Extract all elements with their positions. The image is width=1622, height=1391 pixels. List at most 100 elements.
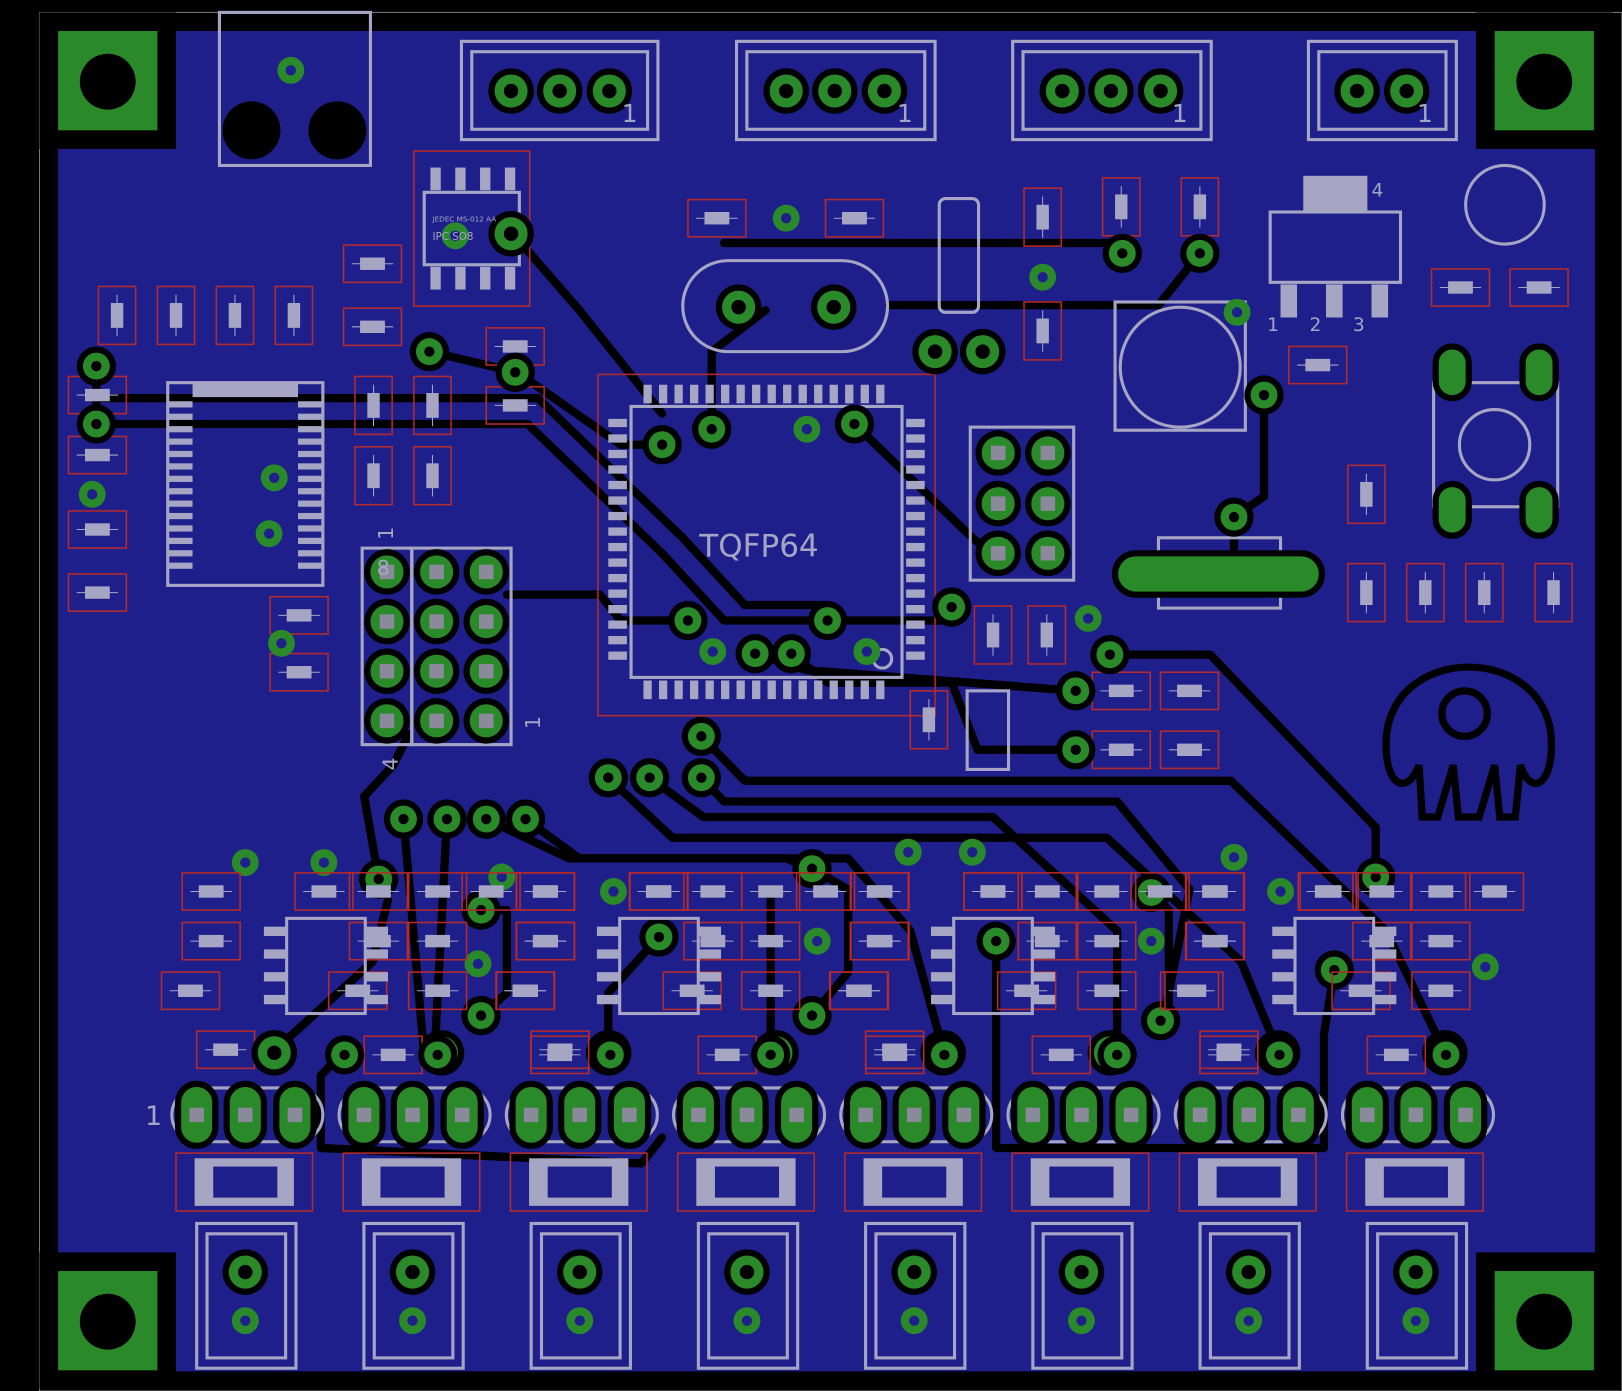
mcu-pin bbox=[752, 384, 761, 404]
mcu-pin bbox=[906, 573, 925, 583]
mcu-pin bbox=[783, 384, 792, 404]
pad-drill bbox=[267, 1045, 282, 1061]
smd-outline bbox=[1352, 921, 1412, 961]
mcu-pin bbox=[608, 620, 627, 629]
screw-terminal-inner bbox=[539, 1232, 622, 1360]
resistor-outline bbox=[676, 1152, 815, 1212]
via-hole bbox=[801, 424, 813, 435]
screw-terminal-outline bbox=[1031, 1221, 1134, 1370]
smd-outline bbox=[1411, 921, 1471, 961]
ic-pin bbox=[298, 562, 323, 569]
mcu-pin bbox=[608, 651, 627, 660]
resistor-outline bbox=[342, 1152, 481, 1212]
via-hole bbox=[432, 1049, 443, 1061]
ic-pin bbox=[298, 475, 323, 482]
via-hole bbox=[407, 1315, 418, 1326]
ic-pin bbox=[167, 426, 193, 433]
pad-drill bbox=[1241, 1264, 1256, 1280]
via-hole bbox=[240, 1315, 251, 1326]
opamp-pin bbox=[596, 949, 620, 959]
mcu-pin bbox=[845, 680, 854, 700]
smd-outline bbox=[828, 971, 889, 1011]
ic-pin bbox=[167, 413, 193, 420]
so8-pin bbox=[504, 266, 516, 290]
opamp-body bbox=[618, 916, 700, 1016]
via-hole bbox=[1111, 1049, 1123, 1061]
smd-outline bbox=[1366, 1035, 1427, 1075]
via-hole bbox=[806, 863, 818, 874]
mcu-pin bbox=[689, 680, 699, 700]
ic-pin bbox=[298, 413, 323, 420]
pad-drill bbox=[1408, 1264, 1424, 1280]
opamp-pin bbox=[1032, 994, 1056, 1005]
screw-terminal-outline bbox=[1365, 1221, 1469, 1370]
pad-drill bbox=[990, 496, 1006, 511]
ic-pin bbox=[298, 450, 323, 458]
via-hole bbox=[496, 871, 507, 883]
regulator-tab bbox=[1303, 175, 1368, 211]
pad-drill bbox=[429, 713, 444, 729]
pad-drill bbox=[379, 564, 395, 580]
so8-pin bbox=[455, 266, 466, 290]
pad-drill bbox=[826, 299, 841, 315]
pad-drill bbox=[1458, 1107, 1473, 1123]
pad-drill bbox=[1025, 1107, 1041, 1123]
opamp-pin bbox=[1272, 994, 1296, 1005]
via-hole bbox=[849, 418, 860, 430]
pad-drill bbox=[877, 83, 892, 99]
via-hole bbox=[450, 230, 461, 241]
regulator-pin2-label: 2 bbox=[1309, 315, 1321, 336]
header-pin8-label: 8 bbox=[377, 556, 390, 580]
screw-terminal-outline bbox=[529, 1221, 632, 1370]
smd-outline bbox=[849, 921, 909, 961]
opamp-pin bbox=[365, 994, 389, 1005]
smd-outline bbox=[515, 872, 575, 911]
smd-outline bbox=[1288, 345, 1348, 385]
ic-pin bbox=[167, 463, 193, 470]
smd-outline bbox=[354, 375, 393, 436]
pad-drill bbox=[572, 1107, 587, 1123]
via-hole bbox=[574, 1315, 585, 1326]
mcu-pin bbox=[608, 449, 627, 459]
conn3-pin1-label: 1 bbox=[1172, 99, 1188, 128]
via-hole bbox=[1258, 389, 1270, 401]
mcu-pin bbox=[721, 680, 730, 700]
opamp-pin bbox=[698, 972, 722, 982]
pad-drill bbox=[1040, 546, 1056, 561]
mcu-pin bbox=[608, 542, 627, 552]
smd-outline bbox=[407, 872, 468, 911]
so8-pin bbox=[455, 167, 466, 191]
pad-drill bbox=[1192, 1107, 1208, 1123]
logo-head bbox=[1438, 687, 1491, 740]
ic-pin bbox=[167, 562, 193, 569]
via-hole bbox=[1117, 248, 1128, 259]
mcu-pin bbox=[829, 384, 838, 404]
via-hole bbox=[605, 1049, 616, 1061]
smd-outline bbox=[1346, 464, 1386, 525]
conn4-pin1-label: 1 bbox=[1417, 99, 1433, 128]
pad-drill bbox=[287, 1107, 303, 1123]
pad-drill bbox=[956, 1107, 972, 1123]
pad-drill bbox=[379, 713, 395, 729]
mcu-pin bbox=[845, 384, 854, 404]
via-hole bbox=[939, 1049, 950, 1061]
mcu-pin bbox=[798, 680, 807, 700]
ic-pin bbox=[167, 488, 193, 495]
via-hole bbox=[781, 213, 792, 224]
mcu-pin bbox=[906, 527, 925, 536]
pad-drill bbox=[622, 1107, 637, 1123]
mcu-pin bbox=[814, 384, 823, 404]
header-double-row bbox=[410, 546, 513, 747]
mcu-pin bbox=[721, 384, 730, 404]
via-hole bbox=[1274, 1049, 1285, 1061]
screw-terminal-outline bbox=[195, 1221, 298, 1370]
mounting-hole bbox=[1516, 53, 1573, 110]
resistor-center bbox=[547, 1166, 612, 1198]
pad-drill bbox=[523, 1107, 539, 1123]
mcu-pin bbox=[608, 465, 627, 474]
opamp-pin bbox=[596, 926, 620, 936]
capacitor-outline bbox=[1118, 305, 1242, 429]
via-hole bbox=[644, 772, 655, 783]
pad-drill bbox=[990, 445, 1006, 461]
mcu-pin bbox=[608, 434, 627, 443]
